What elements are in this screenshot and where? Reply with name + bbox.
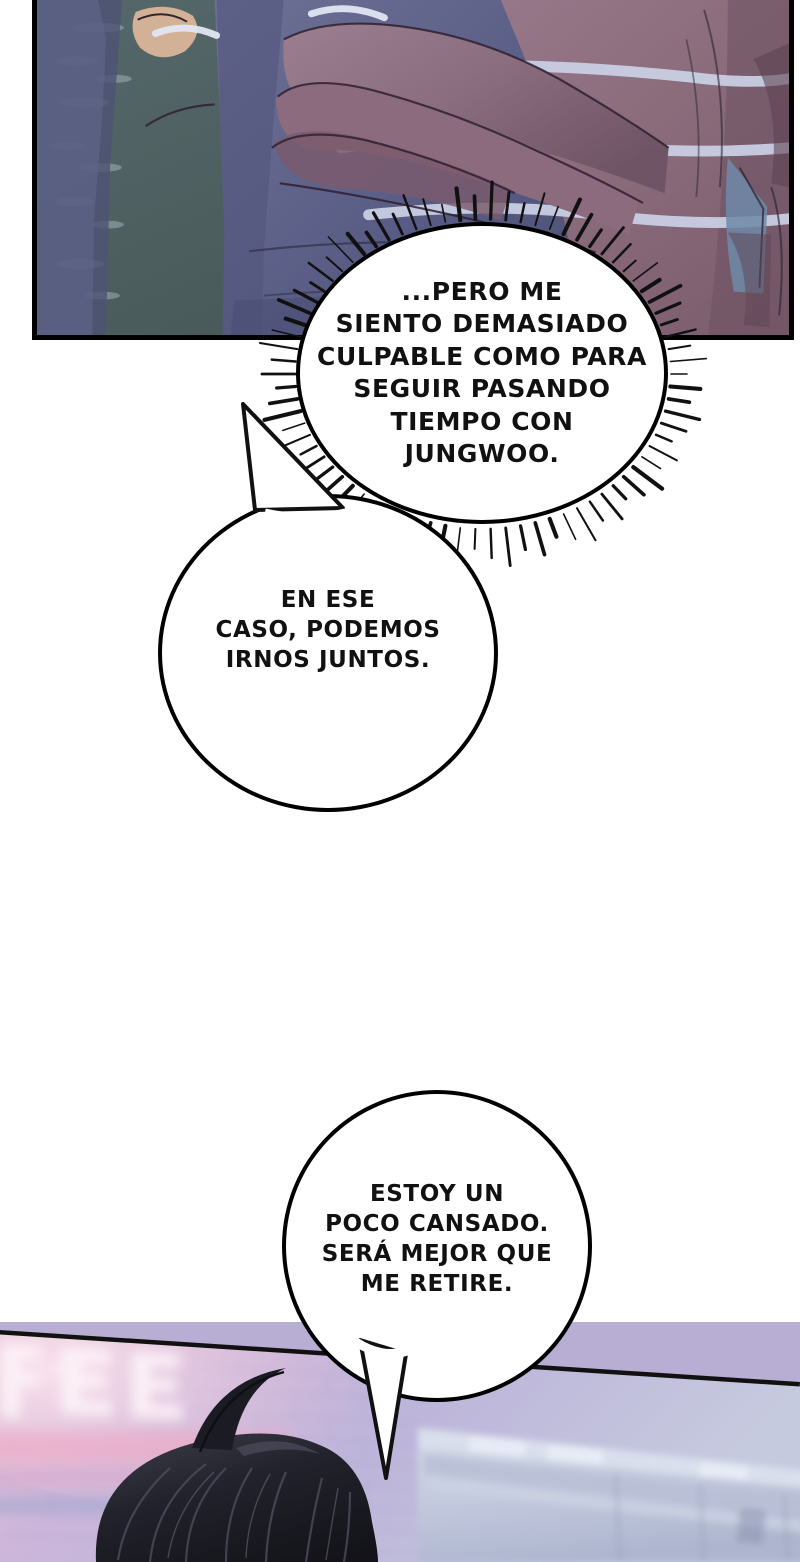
bubble-2-text: EN ESE CASO, PODEMOS IRNOS JUNTOS. [215,587,441,673]
top-panel-artwork [37,0,789,335]
bubble-shape [296,222,668,524]
bubble-3-text: ESTOY UN POCO CANSADO. SERÁ MEJOR QUE ME… [321,1181,553,1297]
speech-bubble-round[interactable]: EN ESE CASO, PODEMOS IRNOS JUNTOS. [158,494,498,812]
top-panel [32,0,794,340]
bubble-1-text: ...PERO ME SIENTO DEMASIADO CULPABLE COM… [317,276,647,469]
background-building [418,1428,800,1562]
speech-bubble-round[interactable]: ESTOY UN POCO CANSADO. SERÁ MEJOR QUE ME… [282,1090,592,1402]
speech-bubble-burst[interactable]: ...PERO ME SIENTO DEMASIADO CULPABLE COM… [296,222,668,524]
coffee-sign-letters [2,1344,182,1419]
character-head [95,1368,378,1562]
